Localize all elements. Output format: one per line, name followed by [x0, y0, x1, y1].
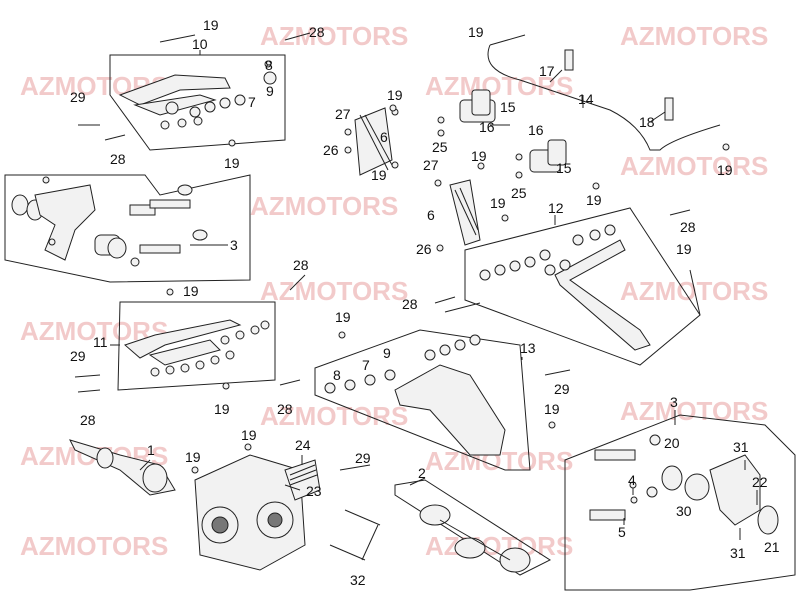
- label-17: 17: [539, 63, 555, 79]
- right-upper-arm-group: [464, 207, 701, 366]
- right-lower-arm-group: [314, 296, 531, 471]
- left-lower-arm-group: [117, 274, 306, 391]
- rear-differential: [194, 454, 321, 571]
- label-8: 8: [265, 57, 273, 73]
- label-21: 21: [764, 539, 780, 555]
- label-14: 14: [578, 91, 594, 107]
- part-number-labels: 1 2 3 3 4 5 6 6 7 7 8 8 9 9 10 11 12 13 …: [70, 17, 780, 588]
- stabilizer-bar: [437, 34, 730, 179]
- label-32: 32: [350, 572, 366, 588]
- watermark: AZMOTORS: [250, 191, 398, 221]
- label-30: 30: [676, 503, 692, 519]
- right-knuckle-group: [564, 414, 796, 591]
- label-19: 19: [544, 401, 560, 417]
- bolt-32: [329, 509, 381, 561]
- label-6: 6: [427, 207, 435, 223]
- label-28: 28: [277, 401, 293, 417]
- label-19: 19: [371, 167, 387, 183]
- label-13: 13: [520, 340, 536, 356]
- label-27: 27: [335, 106, 351, 122]
- label-18: 18: [639, 114, 655, 130]
- label-19: 19: [676, 241, 692, 257]
- label-28: 28: [80, 412, 96, 428]
- label-19: 19: [185, 449, 201, 465]
- label-11: 11: [93, 334, 108, 350]
- label-28: 28: [680, 219, 696, 235]
- watermark: AZMOTORS: [620, 396, 768, 426]
- fasteners: [74, 104, 638, 504]
- label-5: 5: [618, 524, 626, 540]
- left-shock-absorber: [344, 107, 399, 176]
- label-3: 3: [670, 394, 678, 410]
- label-19: 19: [224, 155, 240, 171]
- label-15: 15: [500, 99, 516, 115]
- label-15: 15: [556, 160, 572, 176]
- label-19: 19: [335, 309, 351, 325]
- label-12: 12: [548, 200, 564, 216]
- label-2: 2: [418, 465, 426, 481]
- label-31: 31: [733, 439, 749, 455]
- right-shock-absorber: [434, 179, 509, 252]
- watermark: AZMOTORS: [425, 71, 573, 101]
- label-10: 10: [192, 36, 208, 52]
- label-25: 25: [432, 139, 448, 155]
- label-19: 19: [214, 401, 230, 417]
- label-29: 29: [70, 89, 86, 105]
- drive-shaft-left: [69, 439, 176, 496]
- label-19: 19: [471, 148, 487, 164]
- label-28: 28: [110, 151, 126, 167]
- label-24: 24: [295, 437, 311, 453]
- label-19: 19: [490, 195, 506, 211]
- label-7: 7: [248, 94, 256, 110]
- label-19: 19: [203, 17, 219, 33]
- label-25: 25: [511, 185, 527, 201]
- label-23: 23: [306, 483, 322, 499]
- label-29: 29: [554, 381, 570, 397]
- label-16: 16: [479, 119, 495, 135]
- label-19: 19: [241, 427, 257, 443]
- upper-left-arm-group: [109, 32, 311, 151]
- watermark: AZMOTORS: [620, 21, 768, 51]
- watermarks: AZMOTORS AZMOTORS AZMOTORS AZMOTORS AZMO…: [20, 21, 768, 561]
- left-knuckle-group: [4, 174, 251, 283]
- label-7: 7: [362, 357, 370, 373]
- label-22: 22: [752, 474, 768, 490]
- label-19: 19: [468, 24, 484, 40]
- label-1: 1: [147, 442, 155, 458]
- label-19: 19: [717, 162, 733, 178]
- watermark: AZMOTORS: [260, 276, 408, 306]
- label-19: 19: [183, 283, 199, 299]
- label-16: 16: [528, 122, 544, 138]
- label-3: 3: [230, 237, 238, 253]
- watermark: AZMOTORS: [425, 531, 573, 561]
- watermark: AZMOTORS: [20, 531, 168, 561]
- label-26: 26: [323, 142, 339, 158]
- watermark: AZMOTORS: [620, 151, 768, 181]
- label-8: 8: [333, 367, 341, 383]
- watermark: AZMOTORS: [260, 401, 408, 431]
- label-28: 28: [402, 296, 418, 312]
- watermark: AZMOTORS: [620, 276, 768, 306]
- label-9: 9: [383, 345, 391, 361]
- label-9: 9: [266, 83, 274, 99]
- label-20: 20: [664, 435, 680, 451]
- label-19: 19: [586, 192, 602, 208]
- label-6: 6: [380, 129, 388, 145]
- leader-lines: [110, 50, 758, 525]
- label-27: 27: [423, 157, 439, 173]
- label-29: 29: [70, 348, 86, 364]
- label-19: 19: [387, 87, 403, 103]
- label-31: 31: [730, 545, 746, 561]
- label-28: 28: [309, 24, 325, 40]
- label-4: 4: [628, 472, 636, 488]
- label-29: 29: [355, 450, 371, 466]
- watermark: AZMOTORS: [260, 21, 408, 51]
- label-28: 28: [293, 257, 309, 273]
- label-26: 26: [416, 241, 432, 257]
